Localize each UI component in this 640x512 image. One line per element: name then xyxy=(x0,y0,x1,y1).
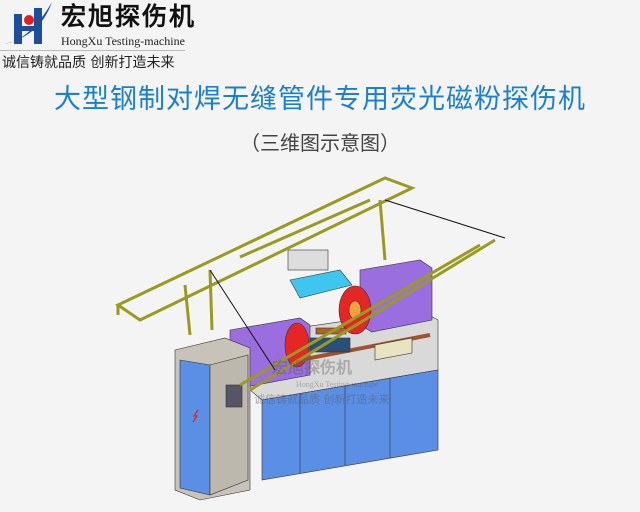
brand-name-en: HongXu Testing-machine xyxy=(61,34,185,48)
machine-3d-illustration xyxy=(114,176,506,501)
cabinet-control-panel xyxy=(225,384,243,408)
control-box xyxy=(374,337,413,361)
cables xyxy=(209,199,506,371)
machine-base-front xyxy=(261,369,439,481)
watermark-slogan: 诚信铸就品质 创新打造未来 xyxy=(254,393,390,406)
company-logo: 宏旭探伤机 HongXu Testing-machine 诚信铸就品质 创新打造… xyxy=(0,0,220,75)
page-subtitle: （三维图示意图） xyxy=(240,131,400,155)
hx-logo-mark-icon xyxy=(4,2,52,44)
brand-name-cn: 宏旭探伤机 xyxy=(61,2,197,31)
logo-divider xyxy=(0,50,185,51)
spray-hood xyxy=(289,269,353,299)
overhead-frame xyxy=(114,176,496,392)
page-title: 大型钢制对焊无缝管件专用荧光磁粉探伤机 xyxy=(54,84,586,115)
right-clamp-head xyxy=(359,259,433,333)
watermark-brand-en: HongXu Testing-machine xyxy=(296,380,379,389)
slogan: 诚信铸就品质 创新打造未来 xyxy=(2,55,175,71)
high-voltage-icon xyxy=(192,409,199,423)
watermark-brand: 宏旭探伤机 xyxy=(272,358,353,377)
